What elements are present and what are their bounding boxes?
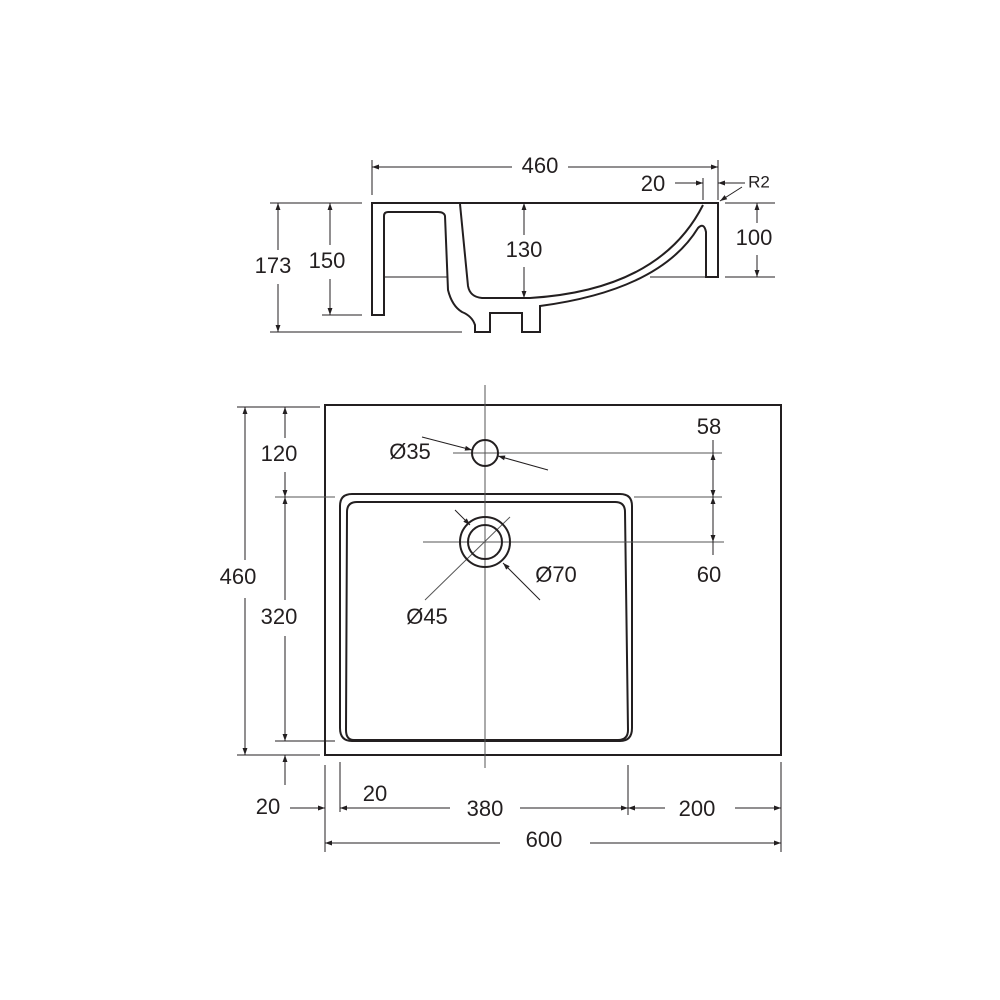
basin-outer-edge (339, 493, 633, 742)
dim-total-height: 173 (255, 253, 292, 278)
dim-front-height: 100 (736, 225, 773, 250)
center-lines (275, 385, 724, 768)
dim-basin-depth: 320 (261, 604, 298, 629)
dim-bowl-depth: 130 (506, 237, 543, 262)
dim-plan-depth: 460 (220, 564, 257, 589)
tap-hole (471, 439, 499, 467)
dim-side-depth: 460 (522, 153, 559, 178)
dim-total-width: 600 (526, 827, 563, 852)
dim-deck-width: 200 (679, 796, 716, 821)
basin-inner-edge (344, 501, 630, 741)
dim-drain-outer: Ø70 (535, 562, 577, 587)
side-profile-outline (371, 202, 719, 333)
drain-inner (467, 524, 503, 560)
plan-dimension-lines (237, 406, 782, 852)
dim-drain-offset: 60 (697, 562, 721, 587)
dim-tap-hole: Ø35 (389, 439, 431, 464)
dim-front-margin: 20 (256, 794, 280, 819)
dim-back-to-basin: 120 (261, 441, 298, 466)
bowl-inner-line (459, 203, 704, 299)
dim-side-margin: 20 (363, 781, 387, 806)
dim-drain-inner: Ø45 (406, 604, 448, 629)
side-dimension-lines (275, 164, 760, 332)
countertop-outline (324, 404, 782, 756)
dim-rim: 20 (641, 171, 665, 196)
dim-basin-width: 380 (467, 796, 504, 821)
dim-radius: R2 (748, 172, 770, 191)
dim-tap-offset: 58 (697, 414, 721, 439)
drain-outer (459, 516, 511, 568)
dim-body-height: 150 (309, 248, 346, 273)
plan-view: Ø35 Ø70 Ø45 58 60 460 120 320 20 20 380 … (220, 385, 782, 852)
side-view: 460 20 R2 173 150 130 100 (255, 153, 775, 333)
